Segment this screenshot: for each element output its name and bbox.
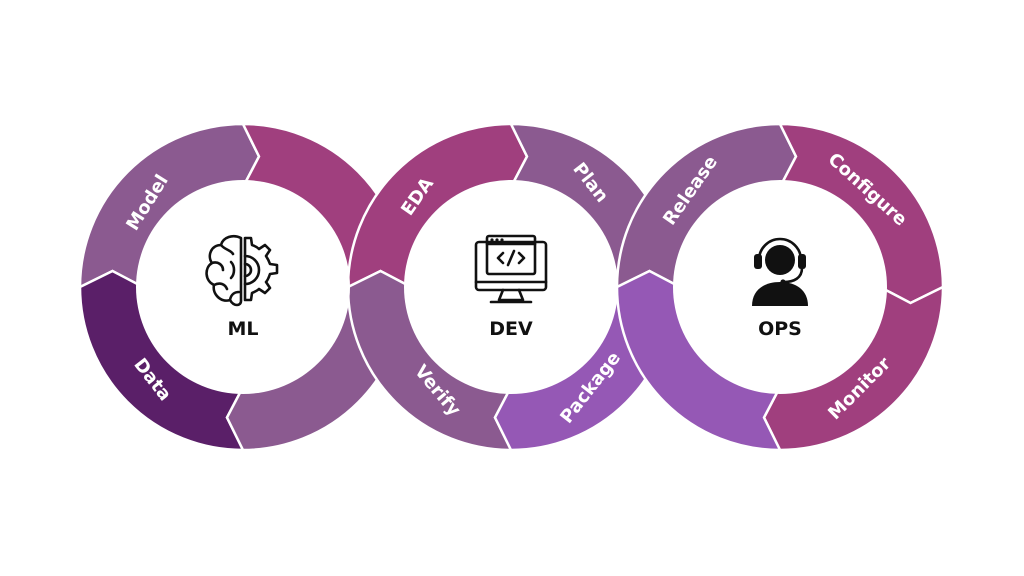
ring-bands (78, 122, 945, 452)
core-label-dev: DEV (489, 318, 533, 340)
code-monitor-icon (474, 234, 548, 304)
dev-core-disc (404, 180, 618, 394)
brain-gear-icon (205, 234, 279, 307)
core-label-ops: OPS (758, 318, 802, 340)
core-label-ml: ML (227, 318, 258, 340)
headset-operator-icon (752, 237, 808, 306)
ml-core-disc (136, 180, 350, 394)
